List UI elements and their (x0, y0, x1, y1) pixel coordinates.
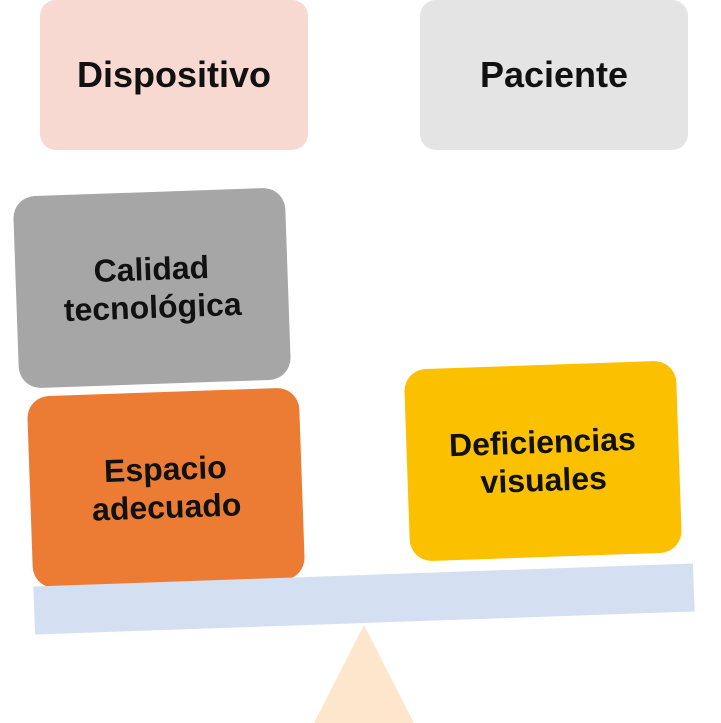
dispositivo-label: Dispositivo (40, 0, 308, 150)
paciente-label: Paciente (420, 0, 688, 150)
